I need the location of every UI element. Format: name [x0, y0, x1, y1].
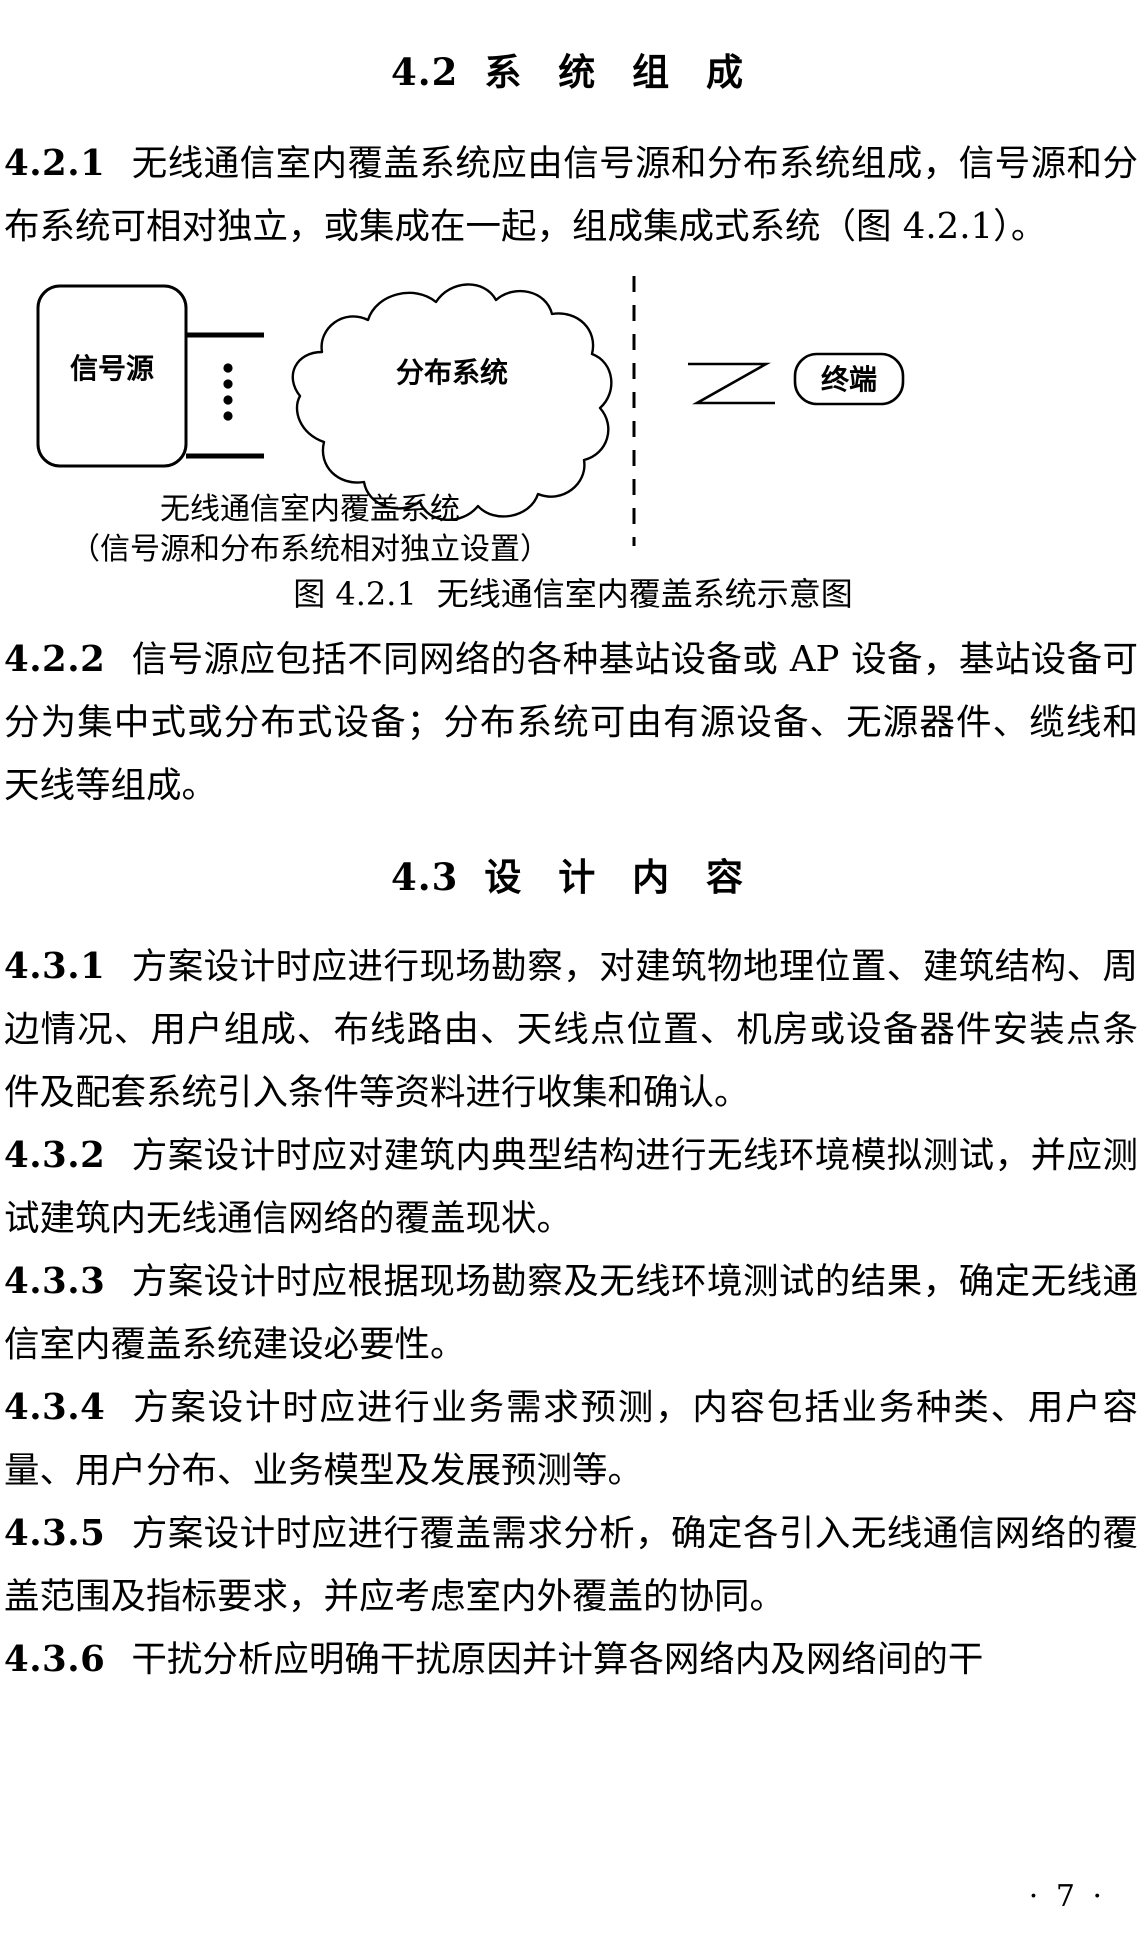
figure-sublabel-line-2: （信号源和分布系统相对独立设置） — [70, 532, 550, 567]
figure-sublabel-line-1: 无线通信室内覆盖系统 — [160, 492, 460, 527]
section-title-4-2: 系 统 组 成 — [484, 50, 756, 94]
clause-text-4-3-3: 方案设计时应根据现场勘察及无线环境测试的结果，确定无线通信室内覆盖系统建设必要性… — [4, 1261, 1138, 1365]
page-number: · 7 · — [1028, 1879, 1106, 1914]
clause-number-4-3-5: 4.3.5 — [4, 1513, 106, 1554]
antenna-icon — [688, 362, 775, 405]
clause-number-4-3-2: 4.3.2 — [4, 1135, 106, 1176]
clause-text-4-2-1: 无线通信室内覆盖系统应由信号源和分布系统组成，信号源和分布系统可相对独立，或集成… — [4, 143, 1138, 247]
clause-number-4-3-6: 4.3.6 — [4, 1639, 106, 1680]
terminal-box — [793, 352, 905, 406]
figure-caption-4-2-1: 图 4.2.1 无线通信室内覆盖系统示意图 — [0, 570, 1146, 618]
clause-text-4-3-4: 方案设计时应进行业务需求预测，内容包括业务种类、用户容量、用户分布、业务模型及发… — [4, 1387, 1138, 1491]
section-number-4-2: 4.2 — [390, 50, 459, 94]
terminal-label: 终端 — [821, 363, 877, 396]
distribution-system-label: 分布系统 — [396, 356, 508, 389]
figure-caption-title: 无线通信室内覆盖系统示意图 — [436, 575, 853, 613]
clause-number-4-3-1: 4.3.1 — [4, 946, 106, 987]
clause-number-4-3-4: 4.3.4 — [4, 1387, 106, 1428]
section-title-4-3: 设 计 内 容 — [484, 855, 756, 899]
signal-source-label: 信号源 — [70, 352, 154, 385]
clause-text-4-3-6: 干扰分析应明确干扰原因并计算各网络内及网络间的干 — [131, 1639, 984, 1680]
section-heading-4-2: 4.2 系 统 组 成 — [0, 42, 1146, 96]
figure-4-2-1: 信号源 分布系统 终端 无线通信室内覆盖系统 — [0, 258, 1146, 567]
clause-text-4-3-5: 方案设计时应进行覆盖需求分析，确定各引入无线通信网络的覆盖范围及指标要求，并应考… — [4, 1513, 1138, 1617]
clause-4-3-6: 4.3.6 干扰分析应明确干扰原因并计算各网络内及网络间的干 — [0, 1628, 1146, 1691]
clause-number-4-3-3: 4.3.3 — [4, 1261, 106, 1302]
clause-number-4-2-2: 4.2.2 — [4, 639, 106, 680]
connection-ellipsis-dots — [223, 363, 233, 421]
clause-text-4-2-2: 信号源应包括不同网络的各种基站设备或 AP 设备，基站设备可分为集中式或分布式设… — [4, 639, 1138, 806]
section-heading-4-3: 4.3 设 计 内 容 — [0, 847, 1146, 901]
distribution-system-cloud — [291, 283, 613, 521]
signal-source-box — [36, 284, 188, 468]
clause-text-4-3-2: 方案设计时应对建筑内典型结构进行无线环境模拟测试，并应测试建筑内无线通信网络的覆… — [4, 1135, 1138, 1239]
section-number-4-3: 4.3 — [390, 855, 459, 899]
clause-number-4-2-1: 4.2.1 — [4, 143, 106, 184]
figure-caption-number: 图 4.2.1 — [293, 575, 417, 613]
clause-text-4-3-1: 方案设计时应进行现场勘察，对建筑物地理位置、建筑结构、周边情况、用户组成、布线路… — [4, 946, 1138, 1113]
